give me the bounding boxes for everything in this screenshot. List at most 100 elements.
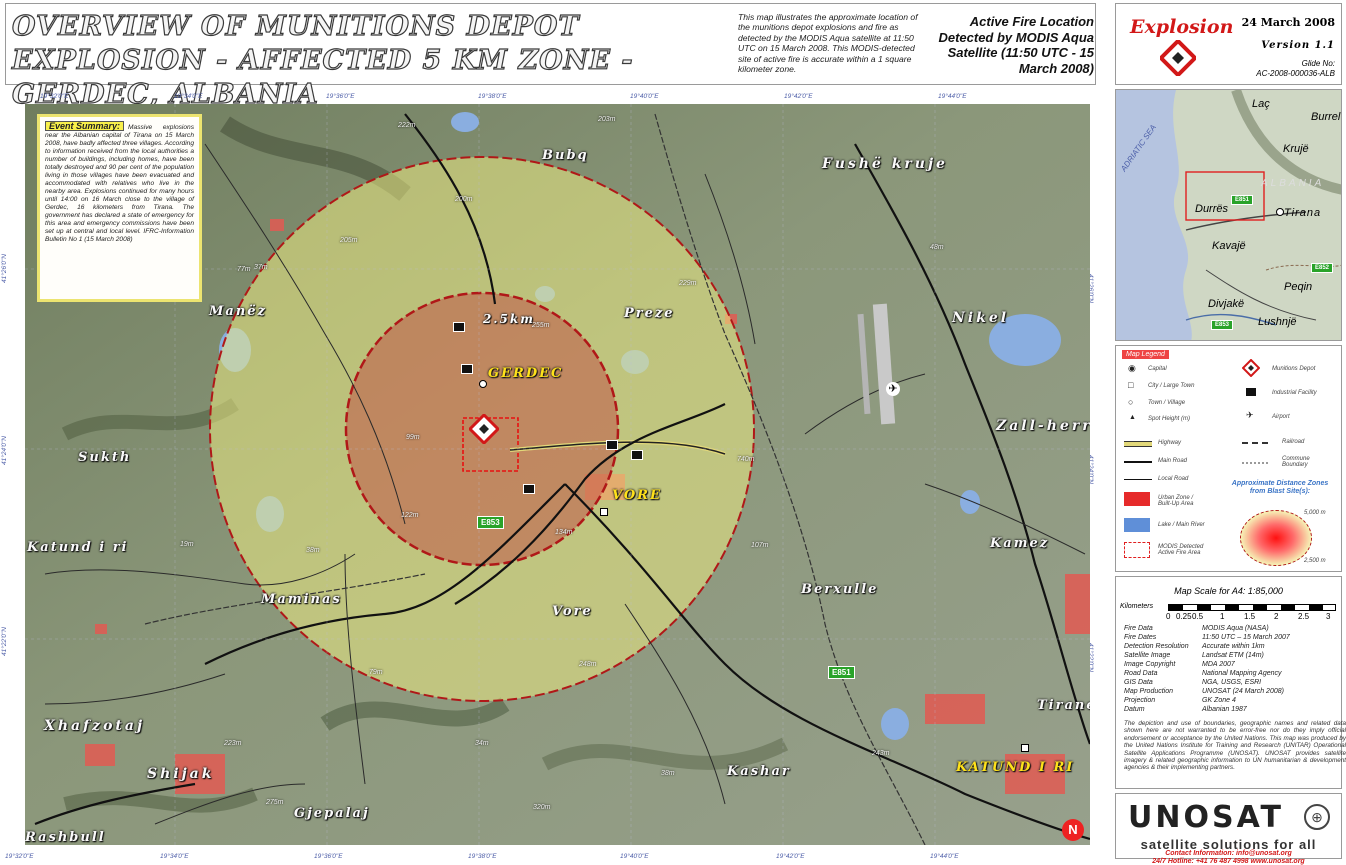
legend-depot-icon xyxy=(1242,359,1260,377)
inset-burrel: Burrel xyxy=(1311,111,1341,123)
legend-lake: Lake / Main River xyxy=(1158,522,1205,528)
coord-top-4: 19°38'0"E xyxy=(478,93,507,100)
legend-zone-5000: 5,000 m xyxy=(1304,510,1326,516)
spot-height: 38m xyxy=(306,547,320,554)
legend-fire-swatch xyxy=(1124,542,1150,558)
map-title: OVERVIEW OF MUNITIONS DEPOT EXPLOSION - … xyxy=(11,10,634,110)
place-xhafzotaj: Xhafzotaj xyxy=(44,718,146,734)
unosat-tagline: satellite solutions for all xyxy=(1140,837,1317,852)
inset-kavaje: Kavajë xyxy=(1212,240,1246,252)
legend-spot: Spot Height (m) xyxy=(1148,416,1191,422)
city-marker-vore xyxy=(600,508,608,516)
header-panel xyxy=(5,3,1096,85)
scale-tick: 1 xyxy=(1220,612,1225,621)
legend-town: Town / Village xyxy=(1148,400,1186,406)
spot-height: 740m xyxy=(737,456,755,463)
modis-fire-area xyxy=(462,417,519,472)
unosat-logo: UNOSAT xyxy=(1128,800,1284,835)
airport-icon: ✈ xyxy=(886,382,900,396)
coord-left-1: 41°26'0"N xyxy=(0,254,8,283)
town-marker-gerdec xyxy=(479,380,487,388)
legend-main-road: Main Road xyxy=(1158,458,1188,464)
coord-bottom-3: 19°36'0"E xyxy=(314,853,343,860)
scale-bar xyxy=(1168,604,1336,611)
scale-tick: 1.5 xyxy=(1244,612,1256,621)
legend-urban: Urban Zone / Built-Up Area xyxy=(1158,495,1194,507)
inset-map[interactable]: ADRIATIC SEA Laç Burrel Krujë ALBANIA Du… xyxy=(1115,89,1342,341)
legend-highway-swatch xyxy=(1124,441,1152,447)
main-map[interactable]: ✈ E853 E851 2.5km Bubq Fushë kruje Manëz… xyxy=(25,104,1090,845)
spot-height: 243m xyxy=(872,750,890,757)
railroad xyxy=(144,113,926,845)
legend-city: City / Large Town xyxy=(1148,383,1195,389)
legend-title: Map Legend xyxy=(1122,350,1169,359)
spot-height: 19m xyxy=(180,541,194,548)
spot-height: 37m xyxy=(254,264,268,271)
place-katund-i-ri-east: KATUND I RI xyxy=(956,760,1075,775)
inset-lac: Laç xyxy=(1252,98,1270,110)
place-kamez: Kamez xyxy=(990,536,1050,551)
place-tirane: Tirane xyxy=(1037,698,1090,713)
scale-tick: 0.25 xyxy=(1176,612,1192,621)
legend-spot-icon: ▲ xyxy=(1129,414,1136,421)
header-description: This map illustrates the approximate loc… xyxy=(738,12,918,75)
coord-bottom-4: 19°38'0"E xyxy=(468,853,497,860)
spot-height: 275m xyxy=(266,799,284,806)
event-summary-text: Massive explosions near the Albanian cap… xyxy=(45,124,194,243)
scale-unit: Kilometers xyxy=(1120,603,1154,610)
version-label: Version 1.1 xyxy=(1261,40,1335,51)
spot-height: 229m xyxy=(679,280,697,287)
ring-label-2-5km: 2.5km xyxy=(483,312,535,326)
coord-left-2: 41°24'0"N xyxy=(0,436,8,465)
un-emblem-icon: ⊕ xyxy=(1304,804,1330,830)
event-summary-box: Event Summary:Massive explosions near th… xyxy=(37,114,202,302)
fire-detection-note: Active Fire Location Detected by MODIS A… xyxy=(938,14,1094,76)
coord-left-3: 41°22'0"N xyxy=(0,627,8,656)
spot-height: 122m xyxy=(401,512,419,519)
legend-railroad-swatch xyxy=(1242,442,1268,444)
inset-albania: ALBANIA xyxy=(1261,178,1325,189)
scale-tick: 0.5 xyxy=(1192,612,1204,621)
road-shield-e853: E853 xyxy=(477,516,504,529)
munitions-depot-icon[interactable] xyxy=(469,414,499,444)
industrial-facility-icon xyxy=(631,450,643,460)
scale-title: Map Scale for A4: 1:85,000 xyxy=(1174,586,1283,596)
city-marker-tirane xyxy=(1021,744,1029,752)
spot-height: 320m xyxy=(533,804,551,811)
event-type: Explosion xyxy=(1130,16,1234,38)
unosat-contact[interactable]: Contact Information: info@unosat.org xyxy=(1165,850,1292,857)
spot-height: 38m xyxy=(661,770,675,777)
legend-city-icon: □ xyxy=(1128,380,1134,390)
coord-top-3: 19°36'0"E xyxy=(326,93,355,100)
spot-height: 48m xyxy=(930,244,944,251)
scale-metadata-panel: Map Scale for A4: 1:85,000 Kilometers 0 … xyxy=(1115,576,1346,789)
legend-zones-graphic xyxy=(1240,510,1312,566)
scale-tick: 0 xyxy=(1166,612,1171,621)
inset-road-e851: E851 xyxy=(1231,195,1254,205)
local-roads xyxy=(44,143,1086,825)
legend-highway: Highway xyxy=(1158,440,1182,446)
spot-height: 107m xyxy=(751,542,769,549)
industrial-facility-icon xyxy=(461,364,473,374)
inset-lushnje: Lushnjë xyxy=(1258,316,1297,328)
spot-height: 77m xyxy=(237,266,251,273)
inset-capital-icon xyxy=(1276,208,1284,216)
inset-tirana: Tirana xyxy=(1284,207,1322,219)
place-berxulle: Berxulle xyxy=(801,582,879,597)
spot-height: 99m xyxy=(406,434,420,441)
coord-top-1: 19°32'0"E xyxy=(40,93,69,100)
industrial-facility-icon xyxy=(453,322,465,332)
spot-height: 203m xyxy=(598,116,616,123)
spot-height: 34m xyxy=(475,740,489,747)
legend-zones-title: Approximate Distance Zones from Blast Si… xyxy=(1231,480,1329,495)
explosion-diamond-icon xyxy=(1160,40,1196,76)
highways xyxy=(509,440,726,456)
legend-railroad: Railroad xyxy=(1282,439,1305,445)
legend-airport-icon: ✈ xyxy=(1246,410,1254,420)
industrial-facility-icon xyxy=(523,484,535,494)
